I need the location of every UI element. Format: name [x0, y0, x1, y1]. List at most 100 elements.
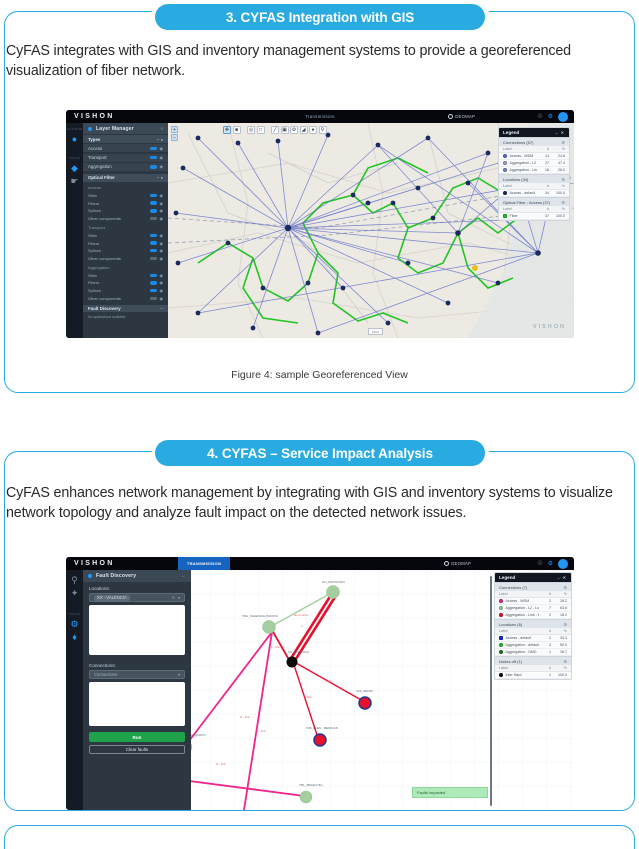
layer-type-row[interactable]: Access ◉: [83, 144, 168, 153]
location-pin-icon[interactable]: ●: [71, 134, 78, 144]
filter-toggle[interactable]: [149, 216, 157, 221]
layer-type-row[interactable]: Aggregation ◉: [83, 162, 168, 171]
eye-icon[interactable]: ◉: [159, 208, 164, 214]
impact-legend-panel[interactable]: Legend – ✕ Connections (7) ⚙ Label # % A…: [494, 572, 572, 680]
note-icon[interactable]: ▣: [280, 126, 289, 134]
eye-icon[interactable]: ◉: [159, 164, 164, 170]
gear-icon[interactable]: ⚙: [563, 658, 567, 664]
settings-icon[interactable]: ⚙: [290, 126, 298, 134]
layer-type-row[interactable]: Transport ◉: [83, 153, 168, 162]
select-icon[interactable]: ✥: [223, 126, 231, 134]
gis-map-canvas[interactable]: ✥ ■ ◎ □ ╱ ▣ ⚙ ◢ ● ⚲ + − 2 km VISHON Lege…: [168, 123, 574, 338]
types-header[interactable]: Types − ●: [83, 135, 168, 144]
legend-section-header[interactable]: Optical Fiber - Access (37) ⚙: [499, 197, 569, 206]
locations-selected-tag[interactable]: XX - VALENCIA: [94, 594, 130, 601]
filter-item-row[interactable]: Other components ◉: [83, 215, 168, 222]
filter-toggle[interactable]: [149, 288, 157, 293]
rectangle-select-icon[interactable]: ■: [232, 126, 241, 134]
person-icon[interactable]: ●: [309, 126, 317, 134]
measure-icon[interactable]: ╱: [271, 126, 279, 134]
filter-item-row[interactable]: Sites ◉: [83, 192, 168, 199]
eye-icon[interactable]: ◉: [159, 215, 164, 221]
filter-item-row[interactable]: Fibers ◉: [83, 200, 168, 207]
run-button[interactable]: Run: [89, 732, 185, 742]
settings-icon[interactable]: ⚙: [547, 560, 553, 567]
eye-icon[interactable]: ◉: [159, 232, 164, 238]
filter-toggle[interactable]: [149, 193, 157, 198]
filter-item-row[interactable]: Splices ◉: [83, 208, 168, 215]
chevron-down-icon[interactable]: ▾: [177, 595, 180, 600]
filter-item-row[interactable]: Splices ◉: [83, 247, 168, 254]
hand-icon[interactable]: ☛: [70, 176, 79, 186]
canvas-scrollbar[interactable]: [490, 576, 492, 806]
filter-toggle[interactable]: [149, 248, 157, 253]
bell-icon[interactable]: ☉: [537, 113, 543, 120]
eye-icon[interactable]: ◉: [159, 200, 164, 206]
eye-icon[interactable]: ◉: [159, 288, 164, 294]
filter-toggle[interactable]: [149, 281, 157, 285]
fault-discovery-header[interactable]: Fault Discovery −: [83, 304, 168, 312]
impact-left-rail[interactable]: ⚲ ✦ TOOLS ⚙ ♦: [66, 570, 83, 810]
filter-toggle[interactable]: [149, 296, 157, 301]
eye-icon[interactable]: ◉: [159, 272, 164, 278]
legend-controls[interactable]: – ✕: [557, 575, 567, 580]
eye-icon[interactable]: ◉: [159, 192, 164, 198]
eye-icon[interactable]: ◉: [159, 248, 164, 254]
legend-section-header[interactable]: Locations (34) ⚙: [499, 174, 569, 183]
gear-icon[interactable]: ⚙: [561, 176, 565, 182]
locations-listbox[interactable]: [89, 605, 185, 655]
fault-discovery-controls[interactable]: −: [160, 305, 163, 311]
filter-toggle[interactable]: [149, 201, 157, 205]
eye-icon[interactable]: ◉: [159, 155, 164, 161]
transmission-chip[interactable]: TRANSMISSION: [178, 557, 230, 570]
circle-icon[interactable]: ◎: [247, 126, 255, 134]
eye-icon[interactable]: ◉: [159, 145, 164, 151]
chart-icon[interactable]: ◢: [299, 126, 308, 134]
gis-left-rail[interactable]: ACTIONS ● TOOLS ◆ ☛: [66, 123, 83, 338]
connections-select[interactable]: Connections ▾: [89, 670, 185, 679]
filter-item-row[interactable]: Fibers ◉: [83, 280, 168, 287]
map-toolbar[interactable]: ✥ ■ ◎ □ ╱ ▣ ⚙ ◢ ● ⚲: [223, 126, 327, 134]
legend-section-header[interactable]: Connections (7) ⚙: [495, 582, 571, 591]
layer-toggle[interactable]: [149, 165, 157, 169]
gis-topbar-actions[interactable]: ☉ ⚙: [537, 110, 568, 123]
legend-controls[interactable]: – ✕: [555, 130, 565, 135]
filter-toggle[interactable]: [149, 273, 157, 277]
chevron-left-icon[interactable]: ←: [180, 573, 186, 579]
zoom-out-button[interactable]: −: [171, 134, 178, 141]
layer-toggle[interactable]: [149, 146, 157, 151]
search-icon[interactable]: ⚲: [318, 126, 327, 134]
bell-icon[interactable]: ☉: [537, 560, 543, 567]
eye-icon[interactable]: ◉: [159, 280, 164, 286]
filter-toggle[interactable]: [149, 256, 157, 261]
legend-section-header[interactable]: Connections (57) ⚙: [499, 137, 569, 146]
clear-faults-button[interactable]: Clear faults: [89, 745, 185, 754]
avatar[interactable]: [558, 111, 568, 122]
legend-section-header[interactable]: Locations (6) ⚙: [495, 619, 571, 628]
avatar[interactable]: [558, 558, 568, 569]
filter-item-row[interactable]: Fibers ◉: [83, 240, 168, 247]
optical-filter-controls[interactable]: − ●: [157, 175, 163, 181]
connections-listbox[interactable]: [89, 682, 185, 726]
impact-topbar-actions[interactable]: ☉ ⚙: [537, 557, 568, 570]
gear-icon[interactable]: ⚙: [561, 199, 565, 205]
map-zoom-controls[interactable]: + −: [171, 126, 178, 141]
chevron-left-icon[interactable]: ‹: [161, 125, 163, 132]
filter-toggle[interactable]: [149, 209, 157, 213]
filter-item-row[interactable]: Sites ◉: [83, 272, 168, 279]
drop-icon[interactable]: ♦: [72, 632, 77, 642]
layers-icon[interactable]: ◆: [71, 163, 78, 173]
gear-icon[interactable]: ⚙: [561, 139, 565, 145]
gear-icon[interactable]: ⚙: [563, 584, 567, 590]
locations-select[interactable]: XX - VALENCIA ✕ ▾: [89, 593, 185, 602]
filter-item-row[interactable]: Other components ◉: [83, 295, 168, 302]
gis-legend-panel[interactable]: Legend – ✕ Connections (57) ⚙ Label # % …: [498, 127, 570, 221]
eye-icon[interactable]: ◉: [159, 255, 164, 261]
eye-icon[interactable]: ◉: [159, 295, 164, 301]
types-header-controls[interactable]: − ●: [157, 136, 163, 142]
filter-item-row[interactable]: Other components ◉: [83, 255, 168, 262]
gear-icon[interactable]: ⚙: [563, 621, 567, 627]
layer-toggle[interactable]: [149, 155, 157, 160]
wand-icon[interactable]: ✦: [70, 588, 79, 598]
search-icon[interactable]: ⚲: [71, 575, 78, 585]
